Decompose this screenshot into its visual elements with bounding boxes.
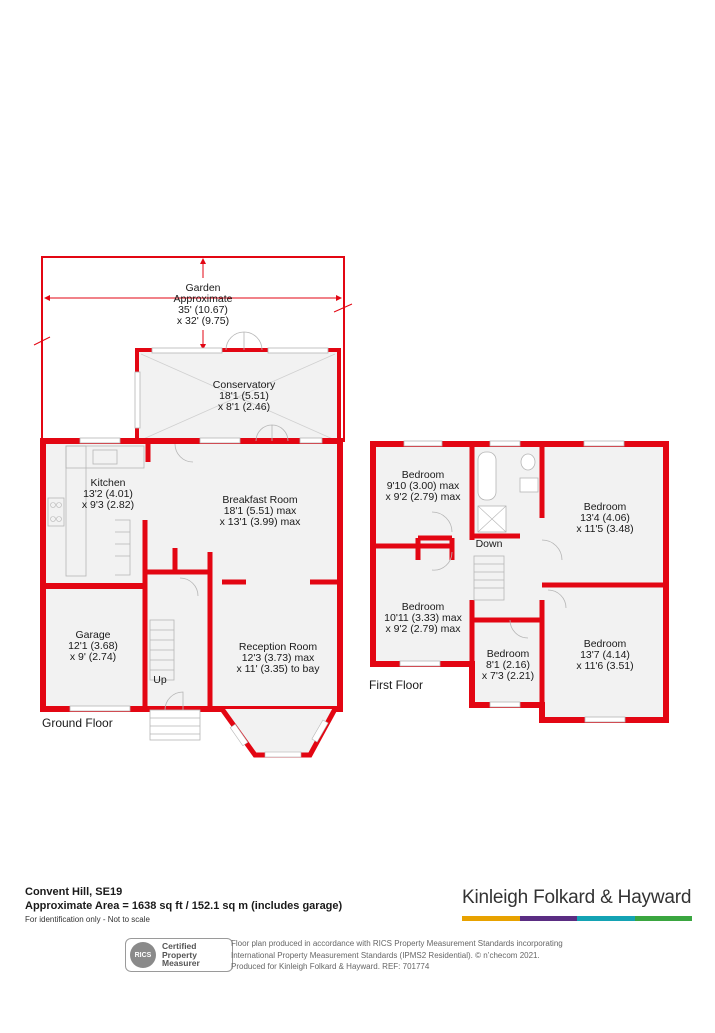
stairs-down-label: Down — [476, 538, 503, 550]
bedroom-ml-dims-2: x 9'2 (2.79) max — [386, 623, 462, 635]
arrow-left-icon — [44, 295, 50, 301]
window — [403, 440, 443, 447]
garage-dims-1: 12'1 (3.68) — [68, 640, 118, 652]
window — [299, 437, 323, 444]
garden-subtitle: Approximate — [174, 293, 233, 305]
window — [151, 347, 223, 354]
hob-icon — [47, 497, 65, 527]
ground-floor-outline — [40, 438, 343, 712]
stairs-up-label: Up — [153, 674, 167, 686]
conservatory-dims-1: 18'1 (5.51) — [219, 390, 269, 402]
agent-bar-segment — [634, 916, 692, 921]
garage-door — [69, 705, 131, 712]
kitchen-worktop — [65, 445, 87, 577]
approximate-area: Approximate Area = 1638 sq ft / 152.1 sq… — [25, 900, 343, 912]
conservatory-name: Conservatory — [213, 379, 276, 391]
window — [583, 440, 625, 447]
window — [79, 437, 121, 444]
garden-dims-2: x 32' (9.75) — [177, 315, 229, 327]
kitchen-name: Kitchen — [90, 477, 125, 489]
window — [489, 701, 521, 708]
garage-name: Garage — [75, 629, 110, 641]
window — [134, 371, 141, 429]
window — [267, 347, 329, 354]
rics-line-2: Property — [162, 949, 197, 960]
bedroom-tl-dims-2: x 9'2 (2.79) max — [386, 491, 462, 503]
window — [584, 716, 626, 723]
bath-icon — [477, 451, 497, 501]
reception-dims-1: 12'3 (3.73) max — [242, 652, 315, 664]
arrow-right-icon — [336, 295, 342, 301]
bedroom-tr-dims-1: 13'4 (4.06) — [580, 512, 630, 524]
door-swing — [255, 424, 289, 442]
kitchen-dims-2: x 9'3 (2.82) — [82, 499, 134, 511]
garden-name: Garden — [185, 282, 220, 294]
produced-line-2: International Property Measurement Stand… — [231, 950, 540, 960]
agent-bar-segment — [577, 916, 635, 921]
property-address: Convent Hill, SE19 — [25, 886, 123, 898]
garden-dims-1: 35' (10.67) — [178, 304, 228, 316]
disclaimer: For identification only - Not to scale — [25, 915, 150, 924]
window — [489, 440, 521, 447]
agent-bar-segment — [462, 916, 520, 921]
bedroom-tl-dims-1: 9'10 (3.00) max — [387, 480, 460, 492]
bedroom-tl-name: Bedroom — [402, 469, 445, 481]
rics-badge-text: Certified Property Measurer — [162, 940, 200, 969]
bedroom-ml-dims-1: 10'11 (3.33) max — [384, 612, 462, 624]
bedroom-tr-name: Bedroom — [584, 501, 627, 513]
rics-logo-icon: RICS — [130, 942, 156, 968]
first-floor-label: First Floor — [369, 678, 423, 692]
agent-name: Kinleigh Folkard & Hayward — [462, 887, 692, 908]
bedroom-br-dims-2: x 11'6 (3.51) — [576, 660, 633, 672]
reception-name: Reception Room — [239, 641, 317, 653]
toilet-icon — [520, 453, 536, 471]
rics-line-1: Certified — [162, 940, 197, 951]
rics-line-3: Measurer — [162, 958, 200, 969]
ground-floor: Garden Approximate 35' (10.67) x 32' (9.… — [33, 256, 353, 758]
bedroom-ml-name: Bedroom — [402, 601, 445, 613]
arrow-up-icon — [200, 258, 206, 264]
front-porch — [149, 709, 201, 741]
sink-icon — [92, 449, 118, 465]
first-floor: Bedroom 9'10 (3.00) max x 9'2 (2.79) max… — [369, 440, 669, 723]
produced-note: Floor plan produced in accordance with R… — [231, 938, 563, 973]
bedroom-br-dims-1: 13'7 (4.14) — [580, 649, 630, 661]
door-swing — [225, 331, 245, 351]
footer: Convent Hill, SE19 Approximate Area = 16… — [0, 880, 715, 1030]
rics-certified-badge: RICS Certified Property Measurer — [125, 938, 233, 972]
agent-bar-segment — [519, 916, 577, 921]
door-swing — [174, 443, 194, 463]
conservatory-dims-2: x 8'1 (2.46) — [218, 401, 270, 413]
garage-dims-2: x 9' (2.74) — [70, 651, 116, 663]
agent-color-bar — [462, 916, 692, 921]
window — [399, 660, 441, 667]
door-swing — [243, 331, 263, 351]
garden-break-left — [33, 336, 51, 346]
window — [199, 437, 241, 444]
kitchen-dims-1: 13'2 (4.01) — [83, 488, 133, 500]
staircase — [473, 555, 505, 601]
basin-icon — [519, 477, 539, 493]
floor-plan: Garden Approximate 35' (10.67) x 32' (9.… — [33, 256, 669, 758]
bedroom-br-name: Bedroom — [584, 638, 627, 650]
ground-floor-label: Ground Floor — [42, 716, 113, 730]
bedroom-sm-dims-2: x 7'3 (2.21) — [482, 670, 534, 682]
arrow-down-icon — [200, 344, 206, 350]
breakfast-dims-1: 18'1 (5.51) max — [224, 505, 297, 517]
produced-line-1: Floor plan produced in accordance with R… — [231, 939, 563, 948]
bedroom-sm-dims-1: 8'1 (2.16) — [486, 659, 530, 671]
reception-dims-2: x 11' (3.35) to bay — [237, 663, 321, 675]
garden-break-right — [333, 303, 353, 313]
bedroom-sm-name: Bedroom — [487, 648, 530, 660]
breakfast-dims-2: x 13'1 (3.99) max — [220, 516, 302, 528]
bedroom-tr-dims-2: x 11'5 (3.48) — [576, 523, 633, 535]
produced-line-3: Produced for Kinleigh Folkard & Hayward.… — [231, 962, 430, 972]
breakfast-name: Breakfast Room — [222, 494, 298, 506]
